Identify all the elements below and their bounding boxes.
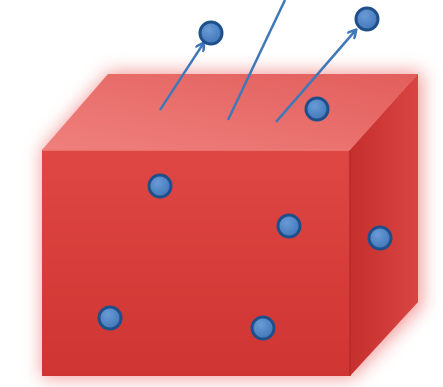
escape-arrow-left — [158, 44, 203, 111]
particle-escaping-1 — [198, 20, 224, 46]
box-top-face — [42, 74, 418, 150]
particle-inside-2 — [276, 213, 302, 239]
particle-inside-4 — [97, 305, 123, 331]
particle-inside-3 — [367, 225, 393, 251]
box-side-face — [350, 74, 418, 376]
particle-escaping-2 — [354, 6, 380, 32]
box-front-face — [42, 150, 350, 376]
escape-arrow-right — [275, 31, 355, 123]
particle-inside-5 — [250, 315, 276, 341]
particle-surface — [304, 96, 330, 122]
particle-inside-1 — [147, 173, 173, 199]
escape-arrow-middle — [226, 0, 287, 121]
